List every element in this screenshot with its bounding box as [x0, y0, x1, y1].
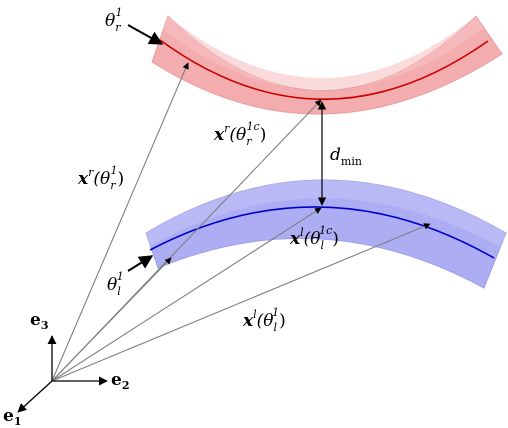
label-e2: e2	[111, 370, 129, 392]
label-d-min: dmin	[330, 145, 362, 168]
label-x-l-theta-l1c: xl(θl1c)	[289, 224, 339, 252]
upper-tube	[151, 15, 503, 115]
label-x-r-theta-r1: xr(θr1)	[77, 164, 124, 192]
upper-tube-shading	[163, 16, 484, 90]
label-e1: e1	[3, 406, 21, 428]
theta-r1-pointer	[127, 24, 164, 45]
label-theta-r1: θr1	[105, 6, 123, 34]
lower-tube	[145, 179, 507, 289]
axis-e1	[17, 380, 53, 413]
lower-tube-shading	[146, 180, 506, 247]
upper-centerline	[159, 39, 489, 101]
label-x-r-theta-r1c: xr(θr1c)	[213, 120, 266, 148]
theta-l1-pointer	[127, 255, 154, 272]
label-e3: e3	[30, 310, 48, 332]
vector-x-l-theta-l1c	[51, 207, 322, 382]
coordinate-axes	[17, 335, 108, 413]
label-theta-l1: θl1	[107, 270, 124, 298]
vector-x-l-theta-l1	[51, 223, 431, 382]
label-x-l-theta-l1: xl(θl1)	[242, 306, 286, 334]
vector-to-lower-left	[51, 257, 172, 382]
vector-x-r-theta-r1	[51, 62, 189, 382]
position-vectors	[51, 62, 431, 382]
lower-centerline	[149, 206, 495, 259]
